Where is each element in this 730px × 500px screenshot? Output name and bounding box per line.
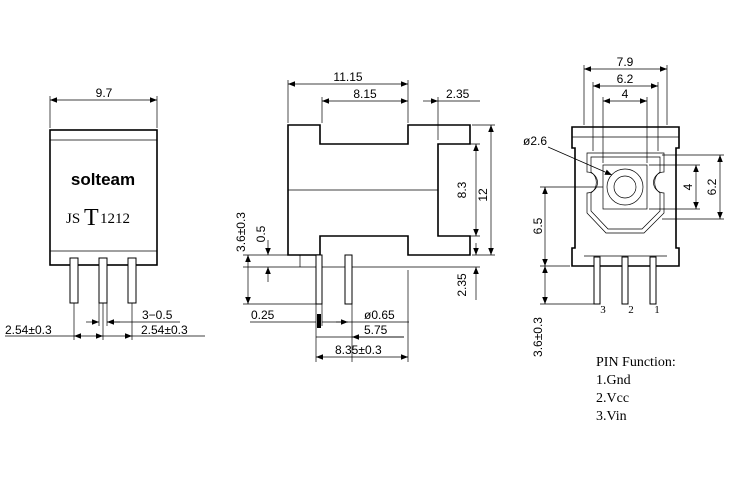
aperture-center-label: 6.5 (531, 217, 545, 234)
aperture-height-label: 4 (681, 183, 695, 190)
front-view: 9.7 solteam JS T 1212 3−0.5 2.54±0.3 2.5… (5, 86, 205, 340)
pin-function-title: PIN Function: (596, 355, 676, 370)
part-prefix: JS (66, 211, 80, 227)
pin-function-item: 1.Gnd (596, 373, 631, 388)
pin-label-3: 3 (600, 304, 606, 316)
side-view: 11.15 8.15 2.35 8.3 12 2.35 3.6±0.3 0 (234, 70, 495, 362)
pin-label-1: 1 (654, 304, 660, 316)
side-lead-left (315, 254, 323, 305)
aperture-width-label: 4 (622, 87, 629, 101)
pin-function-item: 2.Vcc (596, 391, 629, 406)
inner-height-label: 8.3 (455, 181, 469, 198)
lead-diameter-label: ø0.65 (364, 308, 395, 322)
rear-body-outline (571, 126, 680, 267)
lead-thickness-label: 0.25 (251, 308, 275, 322)
pin-function-legend: PIN Function: 1.Gnd 2.Vcc 3.Vin (596, 355, 676, 424)
front-body (49, 129, 158, 266)
lead-gap-label: 3−0.5 (142, 308, 173, 322)
rear-width-label: 7.9 (617, 55, 634, 69)
lead-spacing-label: 5.75 (364, 323, 388, 337)
lens-outer (606, 168, 644, 206)
pin-function-item: 3.Vin (596, 409, 627, 424)
hole-diameter-label: ø2.6 (523, 134, 547, 148)
front-width-label: 9.7 (96, 86, 113, 100)
part-letter: T (84, 205, 99, 231)
standoff-height-label: 2.35 (455, 273, 469, 297)
rear-lead-2 (621, 256, 629, 305)
flange-label: 2.35 (446, 87, 470, 101)
rear-lead-3 (593, 256, 601, 305)
rear-inner-height-label: 6.2 (705, 178, 719, 195)
rear-lead-length-label: 3.6±0.3 (531, 317, 545, 357)
brand-logo-text: solteam (71, 170, 135, 189)
rear-inner-width-label: 6.2 (617, 72, 634, 86)
side-lead-right (344, 254, 353, 305)
total-height-label: 12 (476, 188, 490, 202)
pitch-left-label: 2.54±0.3 (5, 323, 52, 337)
front-lead-left (69, 257, 79, 304)
total-width-label: 11.15 (333, 70, 362, 84)
rear-view: 7.9 6.2 4 ø2.6 4 6.2 6.5 3.6±0.3 3 2 (523, 55, 724, 357)
body-width-label: 8.15 (353, 87, 377, 101)
lead-span-label: 8.35±0.3 (335, 343, 382, 357)
rear-lead-1 (649, 256, 657, 305)
pitch-right-label: 2.54±0.3 (141, 323, 188, 337)
part-number: 1212 (100, 211, 130, 227)
lead-length-label: 3.6±0.3 (234, 212, 248, 252)
lens-inner (613, 175, 637, 199)
pin-label-2: 2 (628, 304, 634, 316)
front-lead-middle (98, 257, 108, 304)
front-lead-right (127, 257, 137, 304)
aperture-square (602, 164, 648, 210)
standoff-label: 0.5 (254, 225, 268, 242)
lead-thickness-mark (317, 314, 321, 328)
